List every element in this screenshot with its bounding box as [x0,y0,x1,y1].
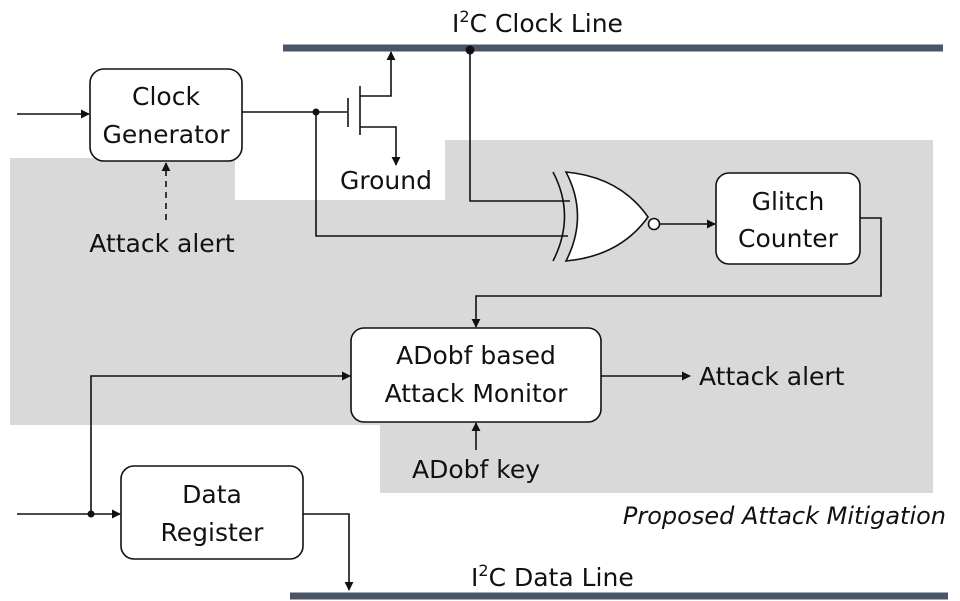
clock-generator-line2: Generator [103,120,231,149]
attack-monitor-block: ADobf based Attack Monitor [350,327,602,423]
data-line-label: I2C Data Line [471,561,634,592]
adobf-key-label: ADobf key [412,455,540,484]
glitch-counter-block: Glitch Counter [715,172,861,265]
region-caption: Proposed Attack Mitigation [623,502,946,530]
data-to-monitor-wire [90,371,351,514]
clock-generator-line1: Clock [132,82,200,111]
attack-alert-input-label: Attack alert [89,229,235,258]
clock-line-label: I2C Clock Line [452,7,623,38]
attack-monitor-line2: Attack Monitor [385,379,569,408]
xnor-gate-icon [552,171,661,262]
data-register-to-bus-arrow [303,513,354,591]
data-register-line2: Register [161,518,265,547]
glitch-to-monitor-wire [471,217,882,328]
glitch-counter-line2: Counter [738,224,839,253]
glitch-counter-line1: Glitch [752,187,825,216]
attack-alert-output-label: Attack alert [699,362,845,391]
clock-generator-block: Clock Generator [89,68,243,162]
clock-line-to-xnor-wire [469,50,570,202]
data-register-block: Data Register [120,465,304,560]
nmos-transistor-icon [347,51,401,166]
mitigation-region [10,140,933,493]
data-register-line1: Data [182,480,242,509]
ground-label: Ground [340,166,432,195]
attack-monitor-line1: ADobf based [396,341,556,370]
clock-to-xnor-wire [315,112,568,237]
